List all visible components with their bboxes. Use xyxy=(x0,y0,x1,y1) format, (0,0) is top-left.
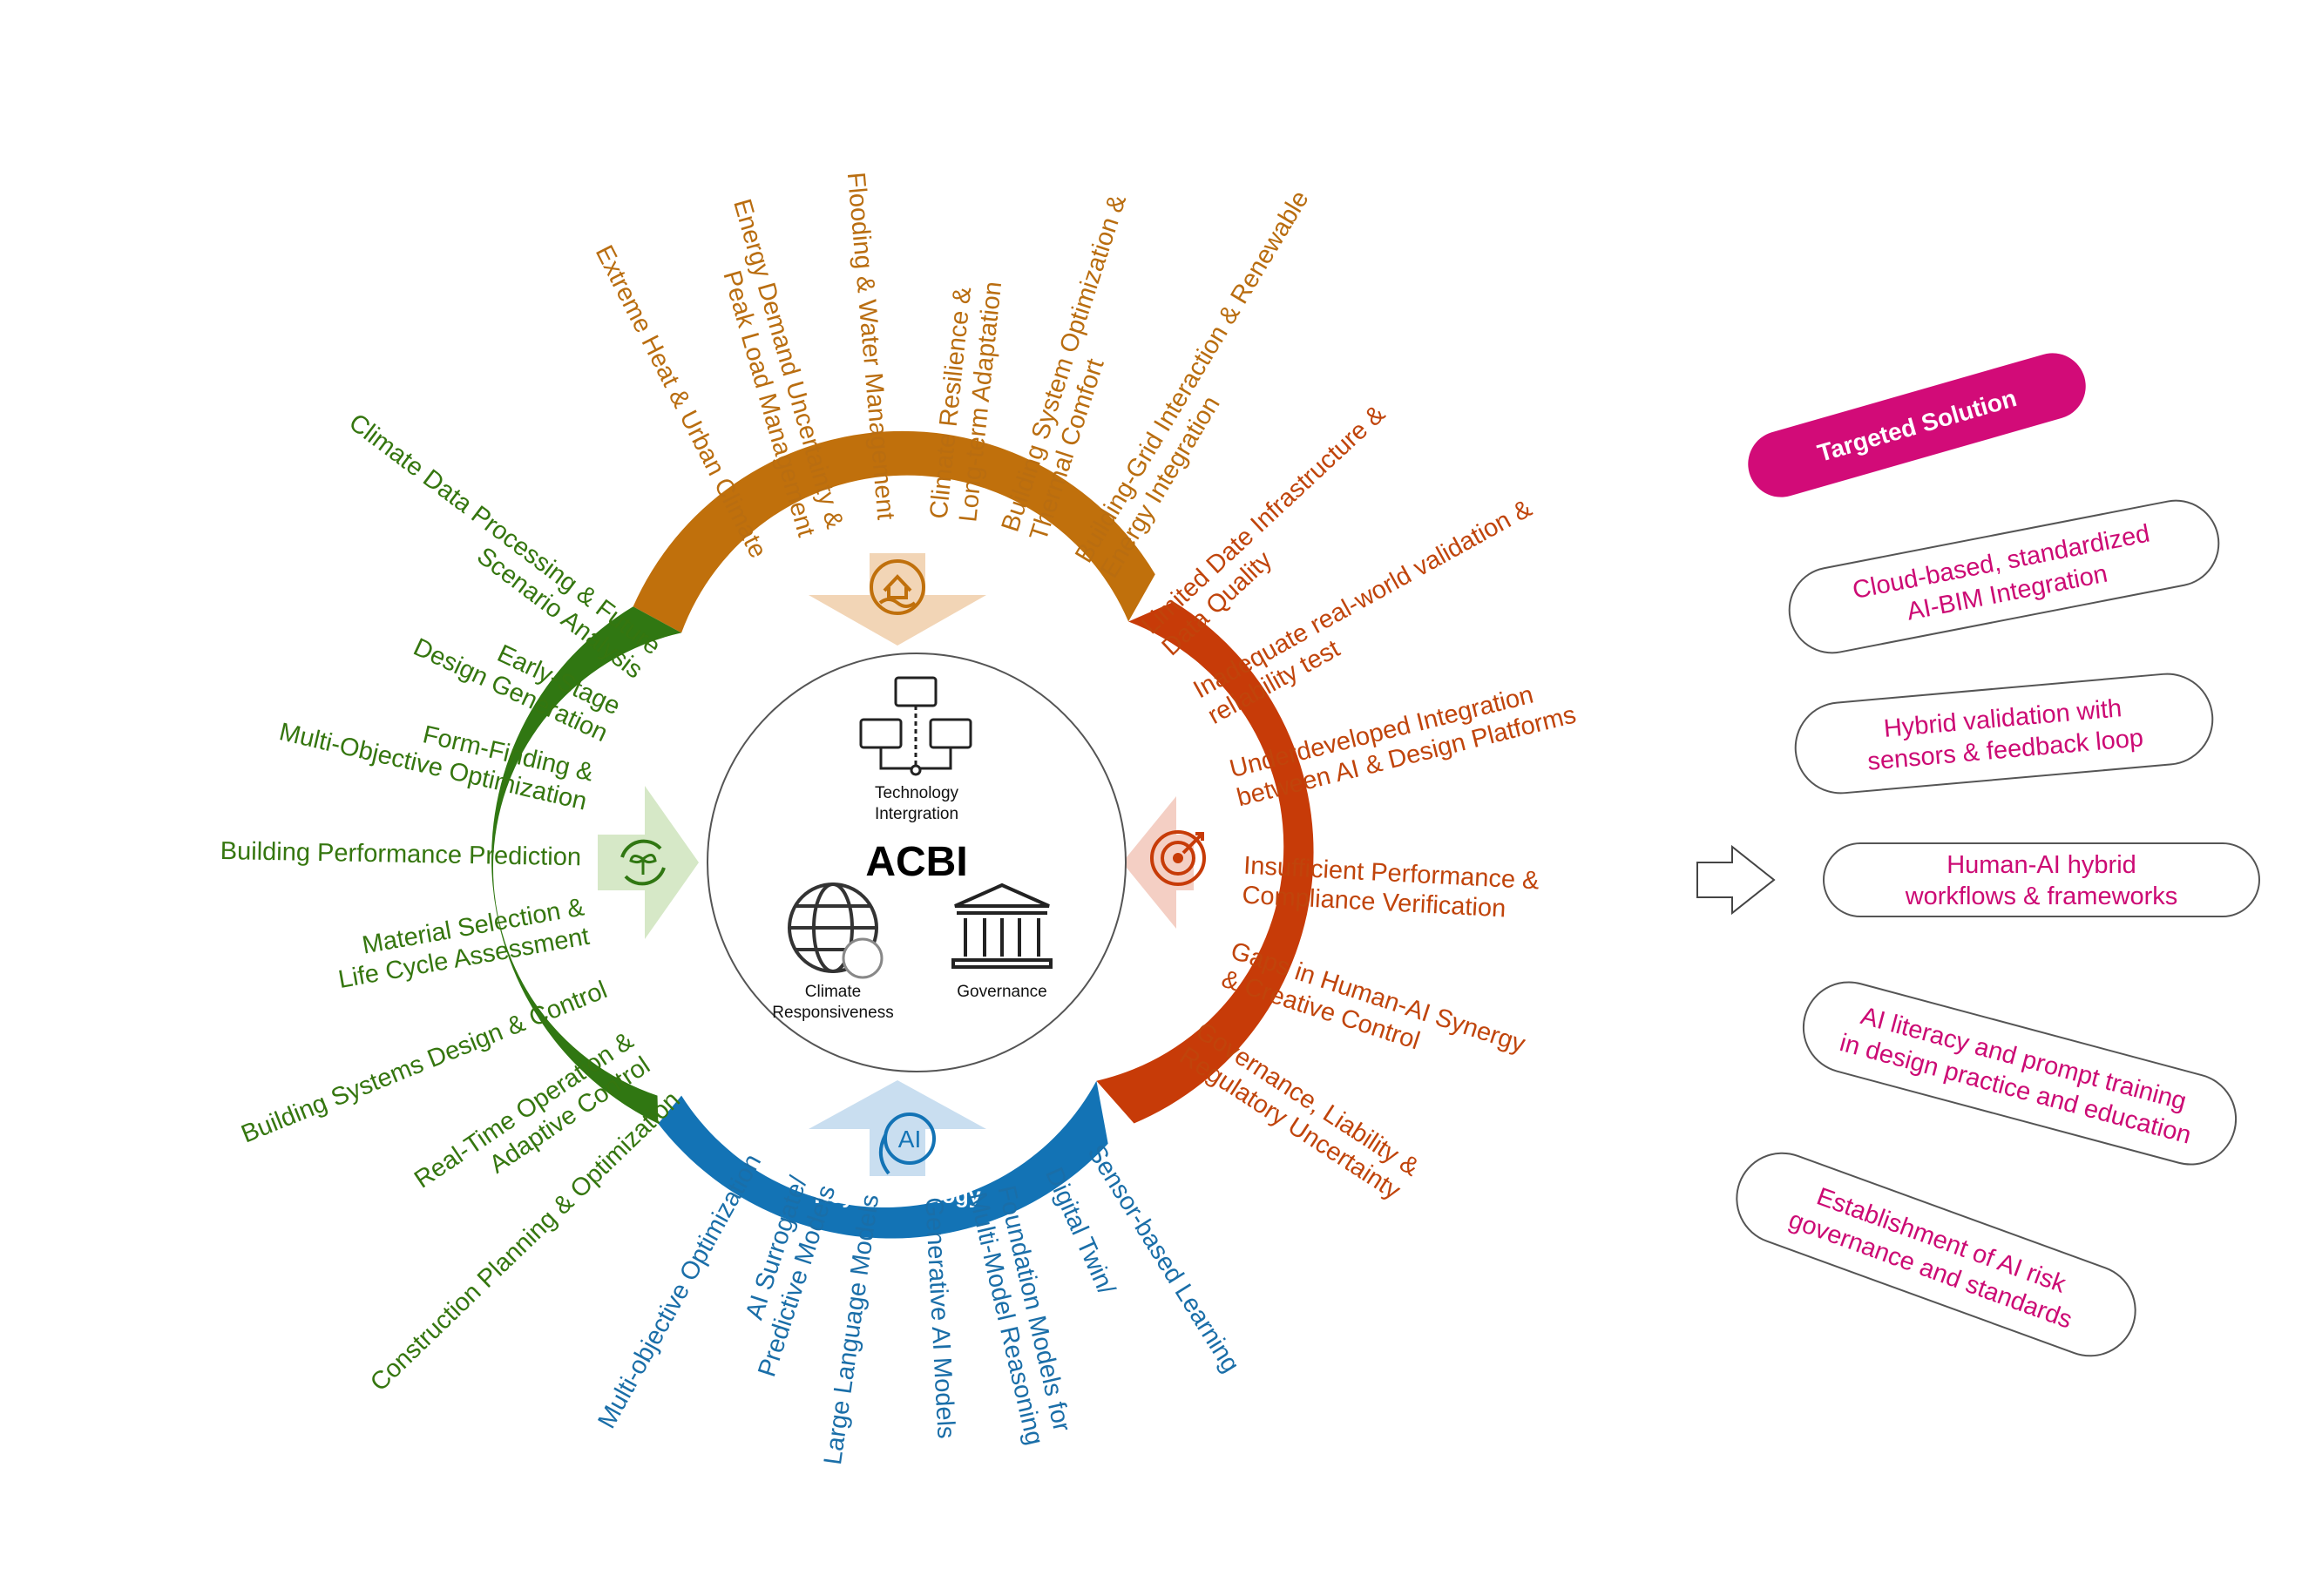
technology-item: Multi-objective Optimization xyxy=(592,1149,767,1433)
segment-ring xyxy=(491,430,1314,1239)
lifecycle-item: Climate Data Processing & FutureScenario… xyxy=(343,409,665,685)
lifecycle-item: Material Selection &Life Cycle Assessmen… xyxy=(336,893,592,994)
solution-text: workflows & frameworks xyxy=(1905,883,2178,910)
solution-pill xyxy=(1802,981,2238,1166)
solution-arrow xyxy=(1696,844,1776,916)
climate-arrow xyxy=(809,553,986,646)
lifecycle-item-text: Climate Data Processing & Future xyxy=(343,409,665,660)
segment-title-key-technology: Key Technology xyxy=(814,1184,980,1208)
technology-arrow: AI xyxy=(809,1080,986,1176)
solution-item: Human-AI hybrid workflows & frameworks xyxy=(1823,842,2260,917)
governance-label: Governance xyxy=(957,983,1047,1001)
sprout-cycle-icon xyxy=(620,839,666,886)
key-technology-arc xyxy=(658,1080,1108,1239)
target-icon xyxy=(1150,830,1206,886)
solution-pill xyxy=(1788,499,2220,654)
globe-recycle-icon xyxy=(788,883,884,979)
climate-label-line2: Responsiveness xyxy=(772,1004,893,1022)
climate-label-line1: Climate xyxy=(805,983,861,1001)
segment-title-climate-stressor: Climate Stressor xyxy=(811,511,985,535)
technology-item-text: Multi-objective Optimization xyxy=(592,1149,767,1433)
challenges-arrow xyxy=(1122,796,1206,929)
technology-label-line2: Intergration xyxy=(875,805,958,823)
technology-label-line1: Technology xyxy=(875,784,959,802)
house-flood-icon xyxy=(870,559,925,615)
solution-pill xyxy=(1823,842,2260,917)
solution-text: Human-AI hybrid xyxy=(1947,851,2136,879)
lifecycle-arrow xyxy=(598,786,699,939)
solution-pill xyxy=(1736,1152,2136,1357)
technology-item-text: Generative AI Models xyxy=(919,1197,959,1440)
network-computers-icon xyxy=(859,676,972,776)
acbi-title: ACBI xyxy=(865,839,967,885)
solution-pill xyxy=(1794,673,2214,795)
government-building-icon xyxy=(951,883,1053,969)
technology-item: Large Language Models xyxy=(819,1193,884,1466)
technology-item-text: Large Language Models xyxy=(819,1193,884,1466)
solution-header-pill xyxy=(1748,353,2086,497)
climate-stressor-arc xyxy=(633,430,1155,633)
center-hub: Technology Intergration ACBI Climate Res… xyxy=(707,653,1127,1072)
segment-title-core-challenges: Core Challenges xyxy=(1232,779,1256,950)
svg-text:AI: AI xyxy=(898,1126,921,1153)
lifecycle-item: Building Performance Prediction xyxy=(220,837,582,871)
ai-head-icon: AI xyxy=(878,1112,936,1175)
core-challenges-arc xyxy=(1096,601,1314,1124)
lifecycle-item-text: Building Performance Prediction xyxy=(220,837,582,871)
segment-title-design-lifecycle: Design Lifecycle xyxy=(558,778,582,950)
technology-item: Generative AI Models xyxy=(919,1197,959,1440)
solution-header: Targeted Solution xyxy=(1748,353,2086,497)
